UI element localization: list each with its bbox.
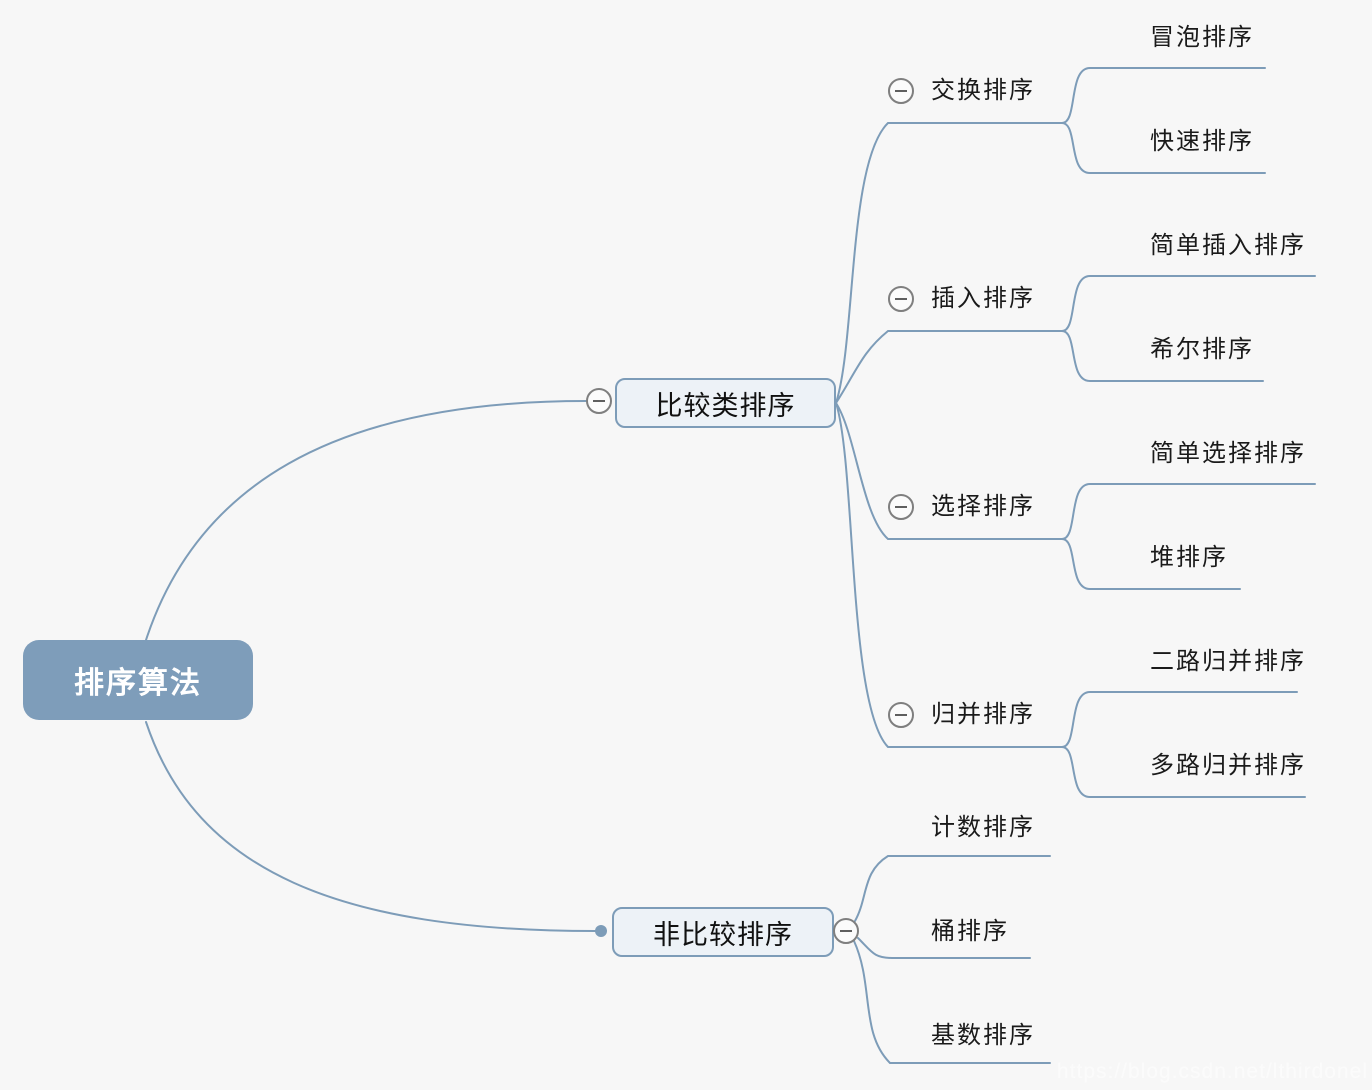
collapse-icon-insertion[interactable] — [888, 286, 914, 312]
minus-glyph — [593, 400, 605, 402]
collapse-icon-exchange[interactable] — [888, 78, 914, 104]
node-insertion-sort[interactable]: 插入排序 — [931, 285, 1035, 312]
node-multi-way-merge-sort[interactable]: 多路归并排序 — [1150, 752, 1306, 779]
branch-dot — [595, 925, 607, 937]
minus-glyph — [895, 506, 907, 508]
node-selection-sort[interactable]: 选择排序 — [931, 493, 1035, 520]
node-comparison-sort-label: 比较类排序 — [655, 390, 796, 421]
minus-glyph — [895, 90, 907, 92]
node-merge-sort[interactable]: 归并排序 — [931, 701, 1035, 728]
minus-glyph — [895, 298, 907, 300]
node-non-comparison-sort[interactable]: 非比较排序 — [612, 907, 834, 957]
comparison-branch-curves — [835, 67, 1316, 798]
node-radix-sort[interactable]: 基数排序 — [931, 1022, 1035, 1049]
node-bucket-sort[interactable]: 桶排序 — [931, 918, 1009, 945]
node-bubble-sort[interactable]: 冒泡排序 — [1150, 24, 1254, 51]
root-node-label: 排序算法 — [74, 667, 202, 700]
node-simple-insertion-sort[interactable]: 简单插入排序 — [1150, 232, 1306, 259]
collapse-icon-non-comparison[interactable] — [833, 918, 859, 944]
node-shell-sort[interactable]: 希尔排序 — [1150, 336, 1254, 363]
node-comparison-sort[interactable]: 比较类排序 — [615, 378, 836, 428]
node-heap-sort[interactable]: 堆排序 — [1150, 544, 1228, 571]
node-non-comparison-sort-label: 非比较排序 — [653, 919, 793, 950]
root-branch-curves — [145, 400, 596, 932]
noncomparison-branch-curves — [853, 855, 1051, 1064]
root-node[interactable]: 排序算法 — [23, 640, 253, 720]
watermark: https://blog.csdn.net/lthirdonel — [1056, 1060, 1368, 1083]
node-exchange-sort[interactable]: 交换排序 — [931, 77, 1035, 104]
collapse-icon-comparison[interactable] — [586, 388, 612, 414]
node-quick-sort[interactable]: 快速排序 — [1150, 128, 1254, 155]
node-two-way-merge-sort[interactable]: 二路归并排序 — [1150, 648, 1306, 675]
collapse-icon-merge[interactable] — [888, 702, 914, 728]
node-counting-sort[interactable]: 计数排序 — [931, 814, 1035, 841]
collapse-icon-selection[interactable] — [888, 494, 914, 520]
node-simple-selection-sort[interactable]: 简单选择排序 — [1150, 440, 1306, 467]
minus-glyph — [895, 714, 907, 716]
minus-glyph — [840, 930, 852, 932]
